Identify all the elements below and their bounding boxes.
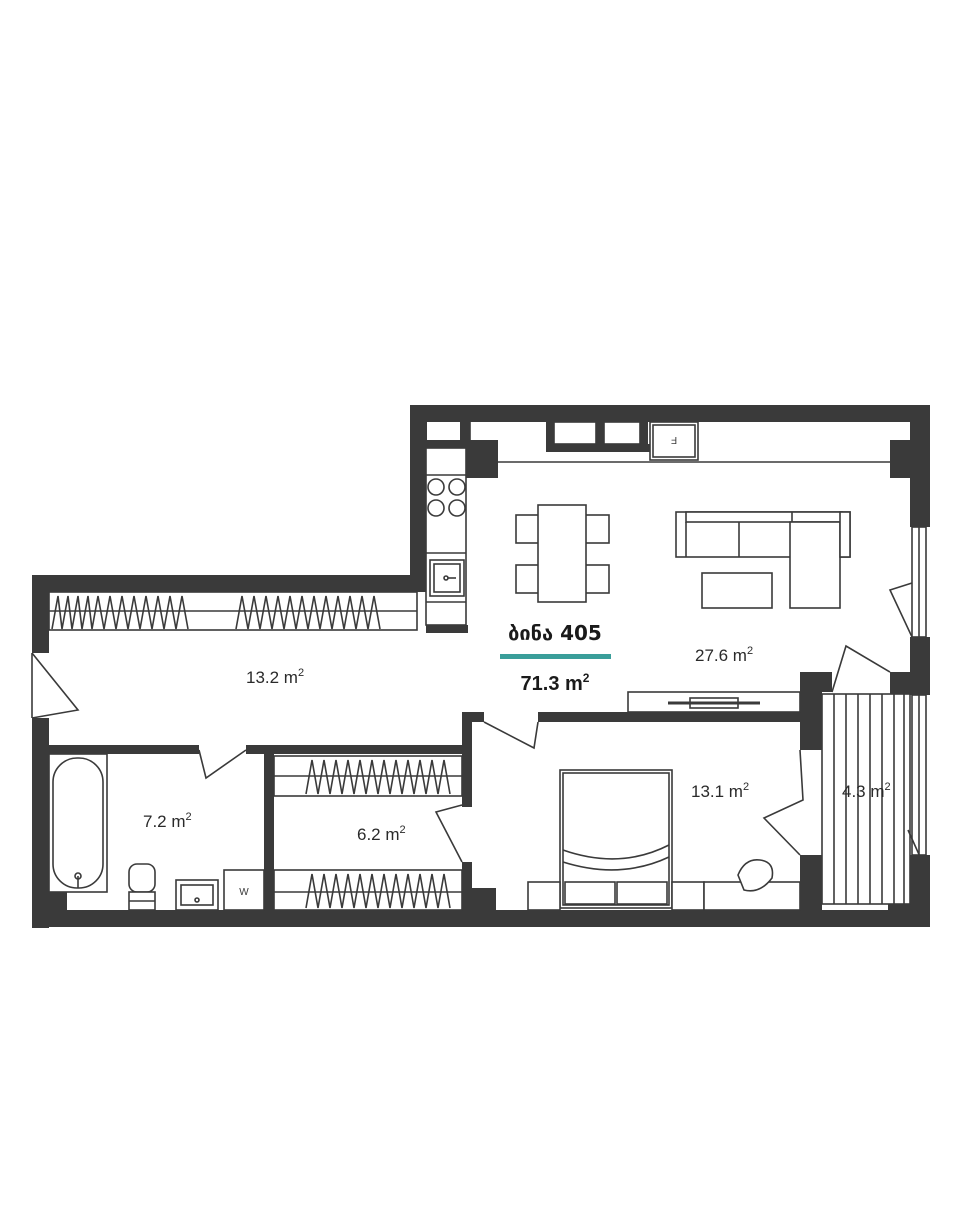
walk-in-wardrobe-shelves bbox=[273, 755, 463, 911]
apartment-summary: ბინა 405 71.3 m2 bbox=[500, 621, 611, 695]
sofa-icon bbox=[675, 511, 851, 609]
room-labels: 27.6 m2 13.2 m2 13.1 m2 7.2 m2 6.2 m2 4.… bbox=[143, 645, 891, 844]
toilet-icon bbox=[128, 863, 156, 911]
tv-unit-icon bbox=[627, 691, 801, 713]
apartment-total-area: 71.3 m2 bbox=[521, 671, 590, 695]
balcony-decking bbox=[821, 693, 911, 905]
washer-label: W bbox=[239, 887, 249, 898]
room-area-bedroom: 13.1 m2 bbox=[691, 781, 749, 801]
windows bbox=[31, 421, 927, 856]
bathtub-icon bbox=[48, 753, 108, 893]
room-area-balcony: 4.3 m2 bbox=[842, 781, 891, 801]
doors bbox=[31, 582, 927, 891]
fridge-icon: F bbox=[649, 421, 699, 461]
kitchen-sink-icon bbox=[429, 559, 465, 597]
stove-icon bbox=[427, 478, 466, 517]
corridor-wardrobe bbox=[48, 591, 418, 631]
fridge-label: F bbox=[671, 434, 677, 445]
coffee-table-icon bbox=[701, 572, 773, 609]
apartment-title: ბინა 405 bbox=[508, 621, 602, 645]
walls bbox=[32, 405, 930, 928]
bathroom-sink-icon bbox=[175, 879, 219, 911]
bedroom-furniture bbox=[527, 858, 801, 911]
kitchen-counter bbox=[425, 447, 467, 626]
accent-underline bbox=[500, 654, 611, 659]
bed-icon bbox=[559, 769, 673, 909]
room-area-bathroom: 7.2 m2 bbox=[143, 811, 192, 831]
room-area-corridor: 13.2 m2 bbox=[246, 667, 304, 687]
room-area-wardrobe: 6.2 m2 bbox=[357, 824, 406, 844]
dining-table-icon bbox=[515, 504, 610, 603]
room-area-living: 27.6 m2 bbox=[695, 645, 753, 665]
washer-icon: W bbox=[223, 869, 265, 911]
